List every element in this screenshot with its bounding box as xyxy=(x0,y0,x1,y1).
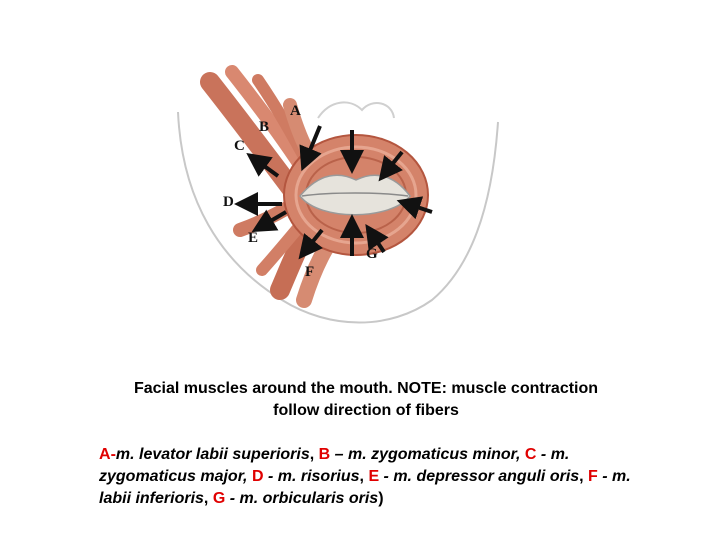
label-g: G xyxy=(366,246,378,262)
legend-key-c: C xyxy=(524,446,537,463)
legend-term-b: m. zygomaticus minor, xyxy=(347,446,521,463)
legend-key-d: D xyxy=(251,468,264,485)
muscle-legend: A-m. levator labii superioris, B – m. zy… xyxy=(99,446,631,507)
jaw-outline xyxy=(177,111,499,324)
legend-key-f: F xyxy=(588,468,598,485)
caption-line-2: follow direction of fibers xyxy=(273,402,459,419)
legend-key-g: G xyxy=(212,490,226,507)
legend-sep-c: - xyxy=(536,446,551,463)
caption-line-1: Facial muscles around the mouth. NOTE: m… xyxy=(133,380,599,397)
label-b: B xyxy=(259,119,269,135)
label-c: C xyxy=(234,138,245,154)
caption-title: Facial muscles around the mouth. NOTE: m… xyxy=(96,378,636,422)
label-a: A xyxy=(290,103,301,119)
legend-sep-g: - xyxy=(225,490,240,507)
legend-sep-b: – xyxy=(330,446,348,463)
contraction-arrows xyxy=(234,125,433,260)
legend-term-d: m. risorius xyxy=(277,468,360,485)
legend-sep-f: - xyxy=(597,468,613,485)
label-d: D xyxy=(223,194,234,210)
facial-muscles-illustration: A B C D E F G xyxy=(177,65,499,324)
label-e: E xyxy=(248,230,258,246)
label-f: F xyxy=(305,264,314,280)
legend-sep-e: - xyxy=(379,468,394,485)
legend-term-c: m. zygomaticus major, xyxy=(99,446,570,485)
legend-term-e: m. depressor anguli oris xyxy=(393,468,580,485)
legend-key-a: A xyxy=(99,446,111,463)
legend-term-g: m. orbicularis oris xyxy=(239,490,379,507)
nose-outline xyxy=(317,101,395,119)
legend-key-e: E xyxy=(368,468,380,485)
legend-sep-a: - xyxy=(110,446,116,463)
legend-sep-d: - xyxy=(263,468,278,485)
legend-term-f: m. labii inferioris xyxy=(99,468,631,507)
legend-term-a: m. levator labii superioris xyxy=(115,446,310,463)
legend-key-b: B xyxy=(318,446,331,463)
